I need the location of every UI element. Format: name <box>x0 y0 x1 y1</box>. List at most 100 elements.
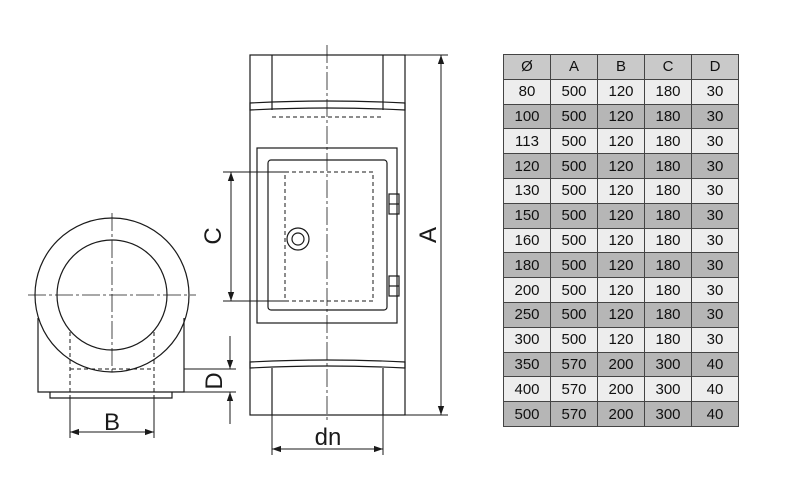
door-opening <box>284 171 374 302</box>
table-cell: 180 <box>644 252 692 279</box>
table-header-row: Ø A B C D <box>503 54 739 80</box>
dimension-B <box>69 398 155 438</box>
table-cell: 250 <box>503 301 551 328</box>
table-cell: 30 <box>691 277 739 303</box>
table-cell: 30 <box>691 128 739 155</box>
table-cell: 113 <box>503 128 551 155</box>
table-cell: 30 <box>691 227 739 254</box>
table-cell: 100 <box>503 103 551 130</box>
table-cell: 130 <box>503 177 551 204</box>
table-cell: 120 <box>597 326 645 353</box>
table-cell: 180 <box>644 78 692 105</box>
table-cell: 500 <box>550 128 598 155</box>
header-C: C <box>644 54 692 80</box>
table-cell: 500 <box>550 153 598 179</box>
table-cell: 120 <box>597 227 645 254</box>
table-cell: 120 <box>597 277 645 303</box>
table-cell: 30 <box>691 252 739 279</box>
table-cell: 500 <box>550 202 598 229</box>
table-cell: 500 <box>550 252 598 279</box>
dimension-dn <box>271 415 384 455</box>
label-B: B <box>104 409 120 436</box>
table-cell: 180 <box>644 227 692 254</box>
header-diameter: Ø <box>503 54 551 80</box>
dimension-D <box>184 336 236 424</box>
table-cell: 500 <box>503 401 551 427</box>
table-cell: 180 <box>644 326 692 353</box>
table-cell: 30 <box>691 78 739 105</box>
table-cell: 120 <box>503 153 551 179</box>
header-B: B <box>597 54 645 80</box>
table-cell: 180 <box>503 252 551 279</box>
door-knob-inner <box>291 232 305 246</box>
table-cell: 120 <box>597 128 645 155</box>
table-cell: 120 <box>597 301 645 328</box>
table-cell: 120 <box>597 153 645 179</box>
table-cell: 500 <box>550 227 598 254</box>
table-cell: 570 <box>550 376 598 403</box>
table-cell: 180 <box>644 103 692 130</box>
table-cell: 30 <box>691 153 739 179</box>
door-knob-outer <box>286 227 310 251</box>
table-cell: 180 <box>644 128 692 155</box>
label-A: A <box>415 227 442 243</box>
table-cell: 500 <box>550 301 598 328</box>
table-cell: 200 <box>503 277 551 303</box>
table-cell: 120 <box>597 252 645 279</box>
table-cell: 200 <box>597 351 645 378</box>
table-cell: 180 <box>644 277 692 303</box>
side-view-collar-base <box>49 392 173 399</box>
table-cell: 180 <box>644 153 692 179</box>
table-cell: 500 <box>550 326 598 353</box>
table-cell: 120 <box>597 177 645 204</box>
table-cell: 300 <box>644 401 692 427</box>
table-cell: 150 <box>503 202 551 229</box>
label-C: C <box>200 227 227 244</box>
table-cell: 40 <box>691 401 739 427</box>
side-view <box>28 213 196 399</box>
table-cell: 30 <box>691 177 739 204</box>
dimension-A <box>405 54 448 416</box>
front-view <box>249 45 406 420</box>
table-cell: 400 <box>503 376 551 403</box>
dimension-C <box>223 171 285 302</box>
table-cell: 40 <box>691 376 739 403</box>
table-cell: 120 <box>597 103 645 130</box>
table-cell: 570 <box>550 351 598 378</box>
side-view-collar <box>37 318 185 393</box>
table-cell: 180 <box>644 301 692 328</box>
header-A: A <box>550 54 598 80</box>
table-cell: 300 <box>644 351 692 378</box>
pipe-body <box>249 54 406 416</box>
table-cell: 500 <box>550 103 598 130</box>
label-dn: dn <box>315 424 342 451</box>
table-cell: 30 <box>691 301 739 328</box>
table-cell: 570 <box>550 401 598 427</box>
table-cell: 30 <box>691 326 739 353</box>
table-cell: 40 <box>691 351 739 378</box>
table-cell: 120 <box>597 78 645 105</box>
table-cell: 120 <box>597 202 645 229</box>
table-cell: 200 <box>597 376 645 403</box>
table-cell: 500 <box>550 277 598 303</box>
table-cell: 180 <box>644 177 692 204</box>
table-cell: 300 <box>503 326 551 353</box>
label-D: D <box>201 372 228 389</box>
table-cell: 300 <box>644 376 692 403</box>
table-cell: 200 <box>597 401 645 427</box>
table-cell: 500 <box>550 177 598 204</box>
